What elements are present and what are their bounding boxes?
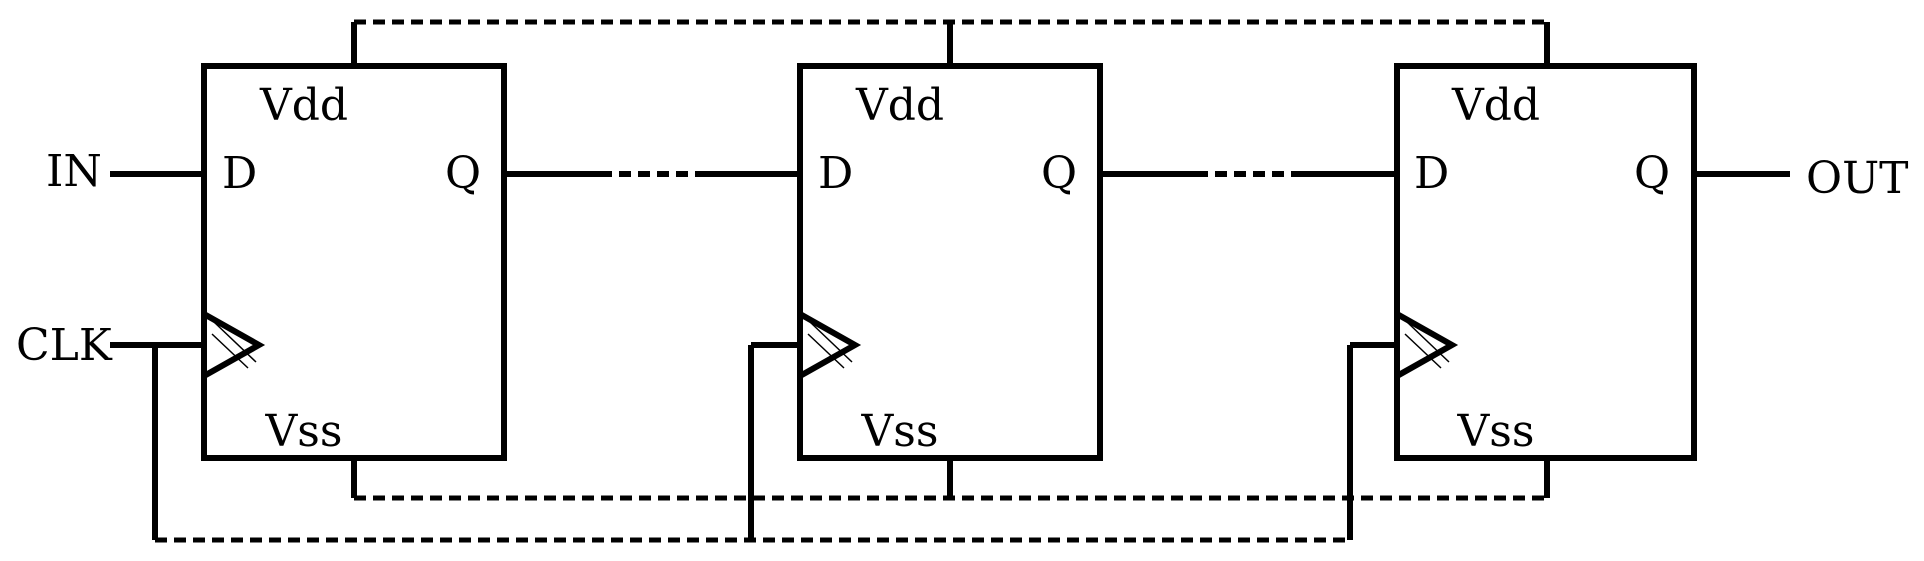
flipflop-1-ground-label: Vss bbox=[265, 406, 343, 457]
flipflop-1-q-label: Q bbox=[445, 148, 481, 199]
input-label: IN bbox=[46, 146, 102, 197]
flipflop-1-supply-label: Vdd bbox=[259, 80, 348, 131]
clock-triangle-icon bbox=[201, 308, 266, 382]
clock-bus bbox=[152, 342, 1397, 543]
vss-rail bbox=[351, 458, 1550, 501]
flipflop-2-d-label: D bbox=[818, 148, 853, 199]
flipflop-1-d-label: D bbox=[222, 148, 257, 199]
flipflop-2-supply-label: Vdd bbox=[855, 80, 944, 131]
clock-triangle-icon bbox=[1394, 308, 1459, 382]
clock-triangle-icon bbox=[797, 308, 862, 382]
flipflop-3-ground-label: Vss bbox=[1457, 406, 1535, 457]
flipflop-3: Vdd Vss D Q bbox=[1394, 63, 1697, 461]
flipflop-2-q-label: Q bbox=[1041, 148, 1077, 199]
flipflop-3-d-label: D bbox=[1414, 148, 1449, 199]
flipflop-3-q-label: Q bbox=[1634, 148, 1670, 199]
output-label: OUT bbox=[1806, 153, 1909, 204]
flipflop-2-ground-label: Vss bbox=[861, 406, 939, 457]
vdd-rail bbox=[351, 19, 1550, 66]
clock-label: CLK bbox=[16, 320, 113, 371]
flipflop-2: Vdd Vss D Q bbox=[797, 63, 1103, 461]
flipflop-1: Vdd Vss D Q bbox=[201, 63, 507, 461]
flipflop-3-supply-label: Vdd bbox=[1451, 80, 1540, 131]
